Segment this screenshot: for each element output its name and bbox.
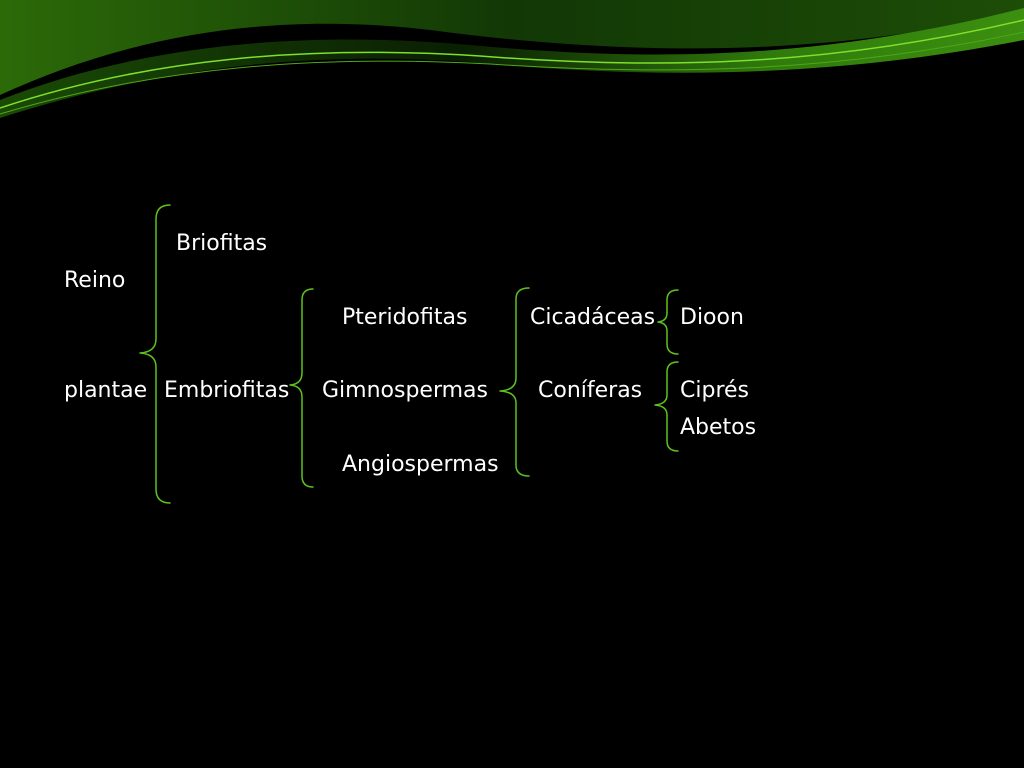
node-coniferas: Coníferas xyxy=(538,378,643,403)
node-gimnospermas: Gimnospermas xyxy=(322,378,488,403)
node-plantae: plantae xyxy=(64,378,148,403)
node-angiospermas: Angiospermas xyxy=(342,452,499,477)
green-wave-banner xyxy=(0,0,1024,118)
bracket-embriofitas xyxy=(289,288,314,488)
node-dioon: Dioon xyxy=(680,305,744,330)
bracket-coniferas xyxy=(654,361,679,452)
node-embriofitas: Embriofitas xyxy=(164,378,290,403)
banner-highlight-line xyxy=(0,19,1024,109)
node-cicadaceas: Cicadáceas xyxy=(530,305,656,330)
banner-top-band xyxy=(0,0,1024,95)
bracket-gimnospermas xyxy=(499,287,530,477)
node-briofitas: Briofitas xyxy=(176,231,268,256)
banner-wave xyxy=(0,8,1024,118)
node-reino: Reino xyxy=(64,268,126,293)
node-cipres: Ciprés xyxy=(680,378,749,403)
bracket-cicadaceas xyxy=(657,289,679,355)
bracket-reino-plantae xyxy=(139,204,171,504)
node-abetos: Abetos xyxy=(680,415,757,440)
node-pteridofitas: Pteridofitas xyxy=(342,305,468,330)
banner-highlight-line-2 xyxy=(0,31,1024,115)
